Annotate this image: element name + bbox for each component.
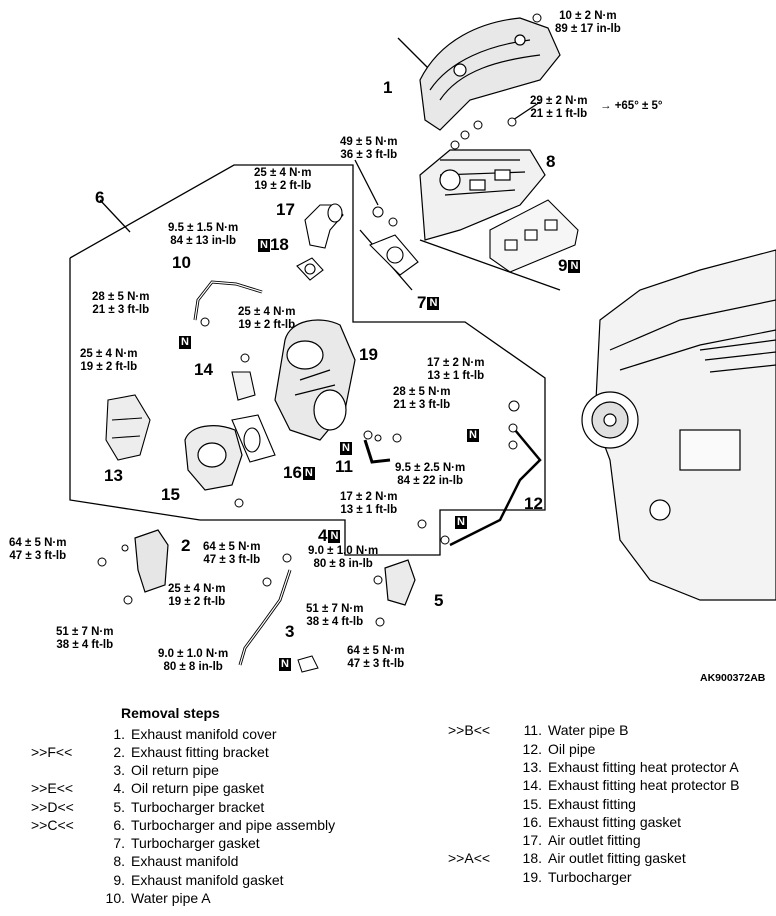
new-part-marker: N [568, 260, 581, 274]
step-item: 16.Exhaust fitting gasket [522, 814, 682, 830]
heat-protector-b-drawing [231, 371, 256, 401]
new-part-marker-standalone: N [455, 516, 467, 530]
torque-spec: 10 ± 2 N·m 89 ± 17 in-lb [555, 10, 621, 35]
new-part-marker: N [328, 530, 341, 544]
engine-block-drawing [581, 249, 776, 601]
step-item: 10.Water pipe A [105, 890, 211, 906]
part-number: 11 [335, 457, 353, 476]
turbocharger-gasket-drawing [369, 234, 419, 276]
new-part-marker-standalone: N [340, 442, 352, 456]
turbocharger-bracket-drawing [384, 559, 416, 606]
figure-code: AK900372AB [700, 672, 766, 684]
new-part-marker: N [302, 467, 315, 481]
part-number: 3 [285, 622, 295, 641]
torque-spec: 51 ± 7 N·m 38 ± 4 ft-lb [56, 626, 114, 651]
exhaust-fitting-gasket-drawing [231, 414, 276, 463]
new-part-marker-standalone: N [467, 429, 479, 443]
part-number: 2 [181, 536, 191, 555]
heat-protector-a-drawing [105, 394, 151, 461]
step-item: 7.Turbocharger gasket [113, 835, 260, 851]
part-number: 8 [546, 152, 556, 171]
part-number: 13 [104, 466, 123, 485]
step-item: 9.Exhaust manifold gasket [113, 872, 284, 888]
new-part-marker: N [427, 297, 440, 311]
torque-spec: 17 ± 2 N·m 13 ± 1 ft-lb [427, 357, 485, 382]
exhaust-manifold-gasket-drawing [489, 199, 579, 273]
step-item: 12.Oil pipe [522, 741, 596, 757]
torque-spec: 25 ± 4 N·m 19 ± 2 ft-lb [238, 306, 296, 331]
torque-spec: 9.5 ± 2.5 N·m 84 ± 22 in-lb [395, 462, 466, 487]
part-number: 19 [359, 345, 378, 364]
assembly-outline [69, 164, 546, 556]
step-item: >>D<<5.Turbocharger bracket [31, 799, 265, 815]
torque-spec: 25 ± 4 N·m 19 ± 2 ft-lb [80, 348, 138, 373]
torque-spec: 49 ± 5 N·m 36 ± 3 ft-lb [340, 136, 398, 161]
part-number: 14 [194, 360, 213, 379]
exhaust-manifold-drawing [419, 149, 546, 241]
torque-spec: 64 ± 5 N·m 47 ± 3 ft-lb [347, 645, 405, 670]
exhaust-fitting-bracket-drawing [134, 529, 169, 593]
torque-spec: 64 ± 5 N·m 47 ± 3 ft-lb [9, 537, 67, 562]
removal-steps-title: Removal steps [121, 705, 220, 721]
torque-spec: 25 ± 4 N·m 19 ± 2 ft-lb [254, 167, 312, 192]
torque-spec: 9.0 ± 1.0 N·m 80 ± 8 in-lb [308, 545, 379, 570]
step-item: >>F<<2.Exhaust fitting bracket [31, 744, 269, 760]
new-part-marker-standalone: N [279, 658, 291, 672]
torque-spec: 9.5 ± 1.5 N·m 84 ± 13 in-lb [168, 222, 239, 247]
step-item: 1.Exhaust manifold cover [113, 726, 277, 742]
new-part-marker: N [258, 239, 270, 253]
torque-spec: 9.0 ± 1.0 N·m 80 ± 8 in-lb [158, 648, 229, 673]
air-outlet-gasket-drawing [296, 257, 324, 281]
step-item: 8.Exhaust manifold [113, 853, 239, 869]
part-number: 10 [172, 253, 191, 272]
part-number: 1 [383, 78, 393, 97]
step-item: >>B<<11.Water pipe B [448, 722, 629, 738]
air-outlet-fitting-drawing [304, 203, 344, 249]
torque-spec: 28 ± 5 N·m 21 ± 3 ft-lb [92, 291, 150, 316]
oil-can-icon [297, 655, 319, 673]
step-item: >>E<<4.Oil return pipe gasket [31, 780, 265, 796]
exhaust-manifold-cover-drawing [419, 17, 561, 131]
step-item: 17.Air outlet fitting [522, 832, 641, 848]
step-item: 3.Oil return pipe [113, 762, 219, 778]
step-item: 19.Turbocharger [522, 869, 632, 885]
torque-spec: 17 ± 2 N·m 13 ± 1 ft-lb [340, 491, 398, 516]
step-item: 15.Exhaust fitting [522, 796, 636, 812]
torque-spec: 25 ± 4 N·m 19 ± 2 ft-lb [168, 583, 226, 608]
step-item: 14.Exhaust fitting heat protector B [522, 777, 740, 793]
part-number: 17 [276, 200, 295, 219]
exhaust-fitting-drawing [184, 425, 243, 491]
turbocharger-drawing [274, 319, 356, 441]
torque-spec-angle: → +65° ± 5° [600, 100, 663, 112]
part-number: 12 [524, 494, 543, 513]
torque-spec: 29 ± 2 N·m 21 ± 1 ft-lb [530, 95, 588, 120]
torque-spec: 64 ± 5 N·m 47 ± 3 ft-lb [203, 541, 261, 566]
step-item: >>A<<18.Air outlet fitting gasket [448, 850, 686, 866]
oil-pipe-drawing [449, 429, 542, 547]
new-part-marker-standalone: N [179, 336, 191, 350]
water-pipe-b-drawing [363, 439, 391, 464]
torque-spec: 28 ± 5 N·m 21 ± 3 ft-lb [393, 386, 451, 411]
part-number: 6 [95, 188, 105, 207]
torque-spec: 51 ± 7 N·m 38 ± 4 ft-lb [306, 603, 364, 628]
step-item: 13.Exhaust fitting heat protector A [522, 759, 739, 775]
exploded-diagram: 10 ± 2 N·m 89 ± 17 in-lb 29 ± 2 N·m 21 ±… [9, 10, 776, 684]
part-number: 5 [434, 591, 444, 610]
diagram-drawing [69, 13, 776, 673]
step-item: >>C<<6.Turbocharger and pipe assembly [31, 817, 336, 833]
part-number: 15 [161, 485, 180, 504]
